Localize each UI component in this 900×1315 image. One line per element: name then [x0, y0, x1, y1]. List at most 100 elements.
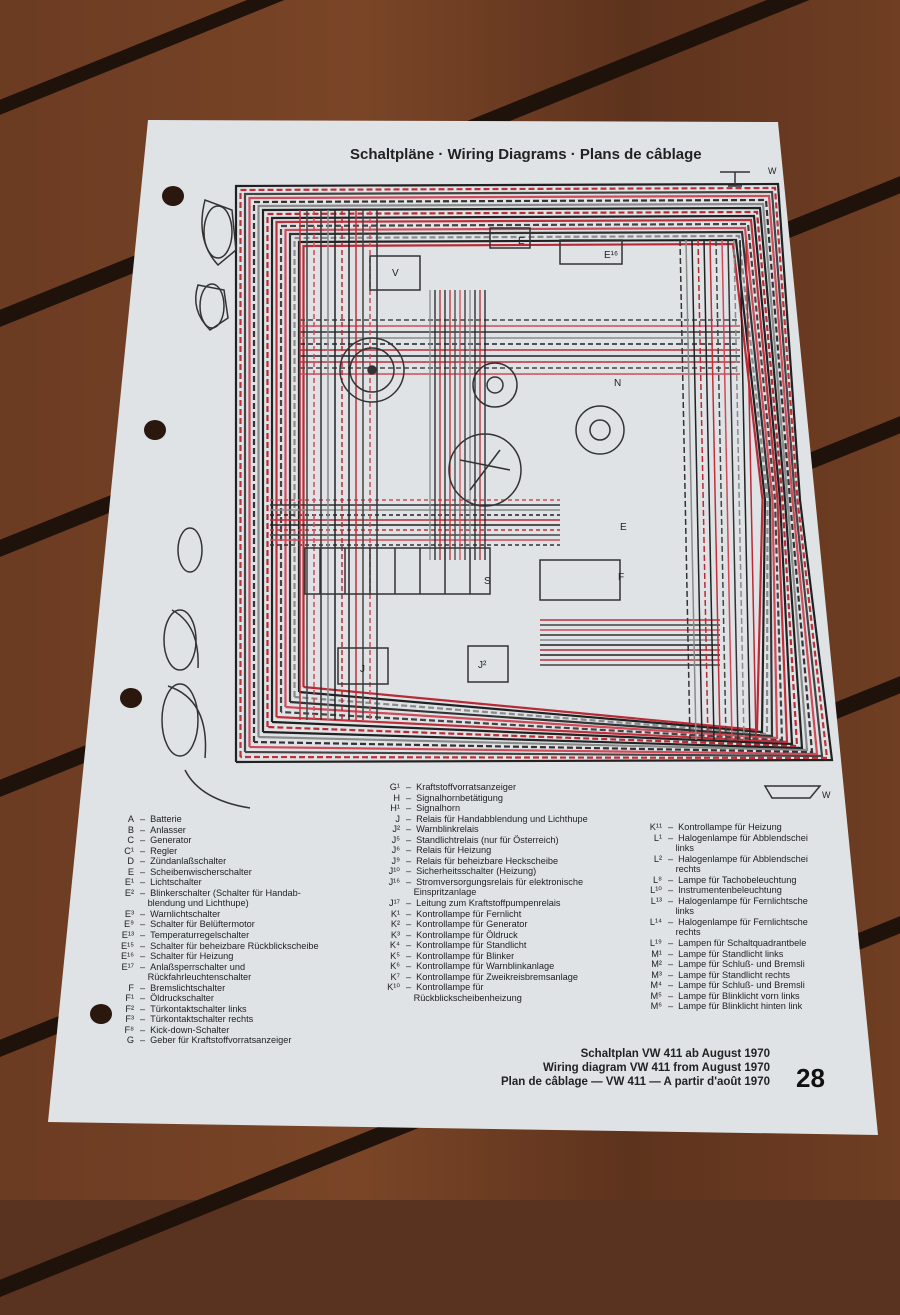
- wire: [248, 194, 819, 756]
- legend-text: Lampen für Schaltquadrantbele: [678, 938, 807, 949]
- component-symbols: [161, 171, 822, 809]
- legend-text: Relais für Handabblendung und Lichthupe: [416, 813, 588, 824]
- legend-code: M³: [651, 969, 662, 980]
- binder-hole: [144, 420, 166, 440]
- legend-code: [112, 898, 134, 909]
- legend-text: Einspritzanlage: [413, 887, 477, 898]
- legend-text: Regler: [150, 845, 178, 856]
- legend-entry: F–Bremslichtschalter: [112, 983, 319, 994]
- legend-entry: M⁴–Lampe für Schluß- und Bremsli: [640, 980, 808, 991]
- legend-code: E¹⁶: [121, 951, 134, 962]
- legend-code: L¹⁴: [649, 916, 662, 927]
- legend-entry: J¹⁰–Sicherheitsschalter (Heizung): [378, 866, 588, 877]
- legend-code: K¹: [390, 908, 400, 919]
- headlight-left-upper: [201, 199, 237, 267]
- legend-entry: M⁶–Lampe für Blinklicht hinten link: [640, 1001, 808, 1012]
- legend-entry: E¹⁷–Anlaßsperrschalter und: [112, 962, 319, 973]
- legend-entry: K¹¹–Kontrollampe für Heizung: [640, 822, 808, 833]
- legend-code: [378, 993, 400, 1004]
- wire: [243, 190, 824, 758]
- legend-code: [640, 843, 662, 854]
- legend-code: J⁶: [391, 845, 400, 856]
- legend-text: Signalhornbetätigung: [416, 792, 503, 803]
- legend-text: rechts: [675, 927, 701, 938]
- wire: [685, 239, 697, 741]
- instrument-dial: [339, 337, 405, 403]
- side-marker-m: [184, 769, 251, 809]
- legend-code: K³: [390, 929, 400, 940]
- legend-text: Halogenlampe für Fernlichtsche: [678, 895, 808, 906]
- legend-entry: rechts: [640, 864, 808, 875]
- legend-entry: links: [640, 906, 808, 917]
- headlight-left-3: [177, 527, 203, 573]
- legend-entry: L¹³–Halogenlampe für Fernlichtsche: [640, 896, 808, 907]
- distributor-symbol: [472, 362, 518, 408]
- ground-strap-top: [720, 171, 750, 187]
- legend-entry: L¹⁰–Instrumentenbeleuchtung: [640, 885, 808, 896]
- legend-entry: F²–Türkontaktschalter links: [112, 1004, 319, 1015]
- legend-code: C¹: [124, 845, 134, 856]
- wire: [715, 239, 727, 741]
- component-label: J: [360, 664, 365, 675]
- legend-text: blendung und Lichthupe): [147, 898, 249, 909]
- component-label: S: [484, 576, 491, 587]
- caption-de: Schaltplan VW 411 ab August 1970: [580, 1048, 770, 1060]
- legend-text: Kontrollampe für Standlicht: [416, 940, 527, 951]
- legend-code: M⁵: [650, 990, 662, 1001]
- legend-text: Kontrollampe für Blinker: [416, 950, 515, 961]
- legend-text: Lampe für Standlicht links: [678, 948, 784, 959]
- legend-entry: M¹–Lampe für Standlicht links: [640, 949, 808, 960]
- legend-text: Relais für beheizbare Heckscheibe: [416, 855, 559, 866]
- legend-entry: M⁵–Lampe für Blinklicht vorn links: [640, 991, 808, 1002]
- legend-text: Generator: [150, 835, 192, 846]
- legend-code: E¹⁵: [121, 940, 134, 951]
- legend-entry: E³–Warnlichtschalter: [112, 909, 319, 920]
- binder-hole: [90, 1004, 112, 1024]
- legend-code: E⁹: [123, 919, 134, 930]
- legend-entry: B–Anlasser: [112, 825, 319, 836]
- legend-code: [640, 906, 662, 917]
- legend-entry: G¹–Kraftstoffvorratsanzeiger: [378, 782, 588, 793]
- legend-entry: K⁴–Kontrollampe für Standlicht: [378, 940, 588, 951]
- legend-text: Halogenlampe für Abblendschei: [678, 853, 808, 864]
- legend-text: Warnblinkrelais: [416, 824, 479, 835]
- wire: [733, 239, 745, 741]
- relay-block-v: [369, 255, 421, 291]
- wire: [691, 239, 703, 741]
- legend-entry: F³–Türkontaktschalter rechts: [112, 1014, 319, 1025]
- legend-entry: Rückfahrleuchtenschalter: [112, 972, 319, 983]
- legend-text: Signalhorn: [416, 803, 461, 814]
- legend-text: links: [675, 843, 694, 854]
- component-label: V: [392, 268, 399, 279]
- legend-text: Kontrollampe für Heizung: [678, 822, 782, 832]
- legend-code: K⁵: [390, 950, 400, 961]
- wire: [739, 239, 751, 741]
- legend-text: Rückblickscheibenheizung: [413, 992, 522, 1003]
- legend-code: L¹³: [650, 895, 662, 906]
- component-label: E¹⁶: [604, 250, 618, 261]
- ground-strap-bottom: [763, 785, 822, 799]
- legend-entry: E²–Blinkerschalter (Schalter für Handab-: [112, 888, 319, 899]
- component-label: E: [518, 236, 525, 247]
- wire: [697, 239, 709, 741]
- legend-code: K⁴: [389, 940, 400, 951]
- legend-code: K²: [390, 919, 400, 930]
- legend-text: Blinkerschalter (Schalter für Handab-: [150, 887, 301, 898]
- relay-j: [337, 647, 389, 685]
- legend-text: Lampe für Standlicht rechts: [678, 969, 790, 980]
- legend-code: F³: [125, 1014, 134, 1025]
- legend-text: Halogenlampe für Fernlichtsche: [678, 916, 808, 927]
- legend-entry: F¹–Öldruckschalter: [112, 993, 319, 1004]
- wire: [239, 186, 829, 760]
- wire: [679, 239, 691, 741]
- legend-code: E¹⁷: [121, 961, 134, 972]
- legend-text: Zündanlaßschalter: [150, 856, 227, 867]
- connector-e: [539, 559, 621, 601]
- binder-hole: [120, 688, 142, 708]
- legend-entry: L¹⁹–Lampen für Schaltquadrantbele: [640, 938, 808, 949]
- legend-text: Lampe für Tachobeleuchtung: [678, 874, 797, 885]
- legend-text: Anlaßsperrschalter und: [150, 961, 246, 972]
- legend-entry: E¹⁵–Schalter für beheizbare Rückblicksch…: [112, 941, 319, 952]
- relay-j2: [467, 645, 509, 683]
